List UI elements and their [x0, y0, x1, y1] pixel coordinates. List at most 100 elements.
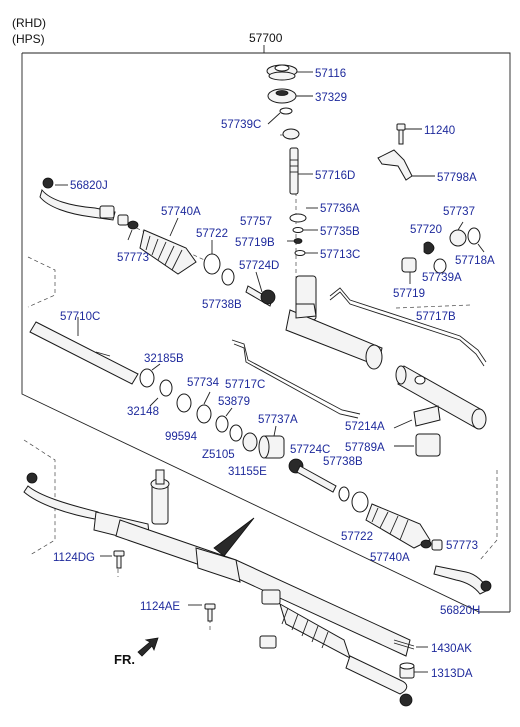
part-label[interactable]: 57724D: [239, 260, 279, 272]
assembly-number: 57700: [249, 31, 283, 45]
part-label[interactable]: 57773: [446, 540, 478, 552]
part-label[interactable]: 57724C: [290, 444, 330, 456]
part-label[interactable]: 56820H: [440, 605, 480, 617]
seal-37329-icon: [267, 88, 297, 104]
cotter-pin-1430ak-icon: [393, 639, 415, 650]
part-label[interactable]: 57719B: [235, 237, 275, 249]
bracket-57798a-icon: [377, 149, 413, 181]
part-label[interactable]: 57116: [315, 68, 346, 80]
part-label[interactable]: 99594: [165, 431, 198, 443]
part-label[interactable]: 57713C: [320, 249, 360, 261]
pointer-arrow-icon: [213, 517, 255, 557]
cylinder-57214a-icon: [395, 365, 487, 430]
part-label[interactable]: Z5105: [202, 449, 235, 461]
part-label[interactable]: 32148: [127, 406, 159, 418]
bellows-57740a-lower-icon: [365, 503, 431, 549]
nut-57773-right-icon: [420, 539, 443, 551]
part-label[interactable]: 57734: [187, 377, 220, 389]
bush-57737a-icon: [258, 435, 285, 459]
part-label[interactable]: 1430AK: [431, 643, 472, 655]
assembly-frame: [21, 52, 511, 613]
part-label[interactable]: 57739C: [221, 119, 261, 131]
tube-57717c-icon: [231, 339, 361, 415]
ring-57738b-upper-icon: [221, 268, 235, 286]
clamp-57722-lower-icon: [351, 491, 369, 513]
oring-57739a-icon: [433, 258, 447, 274]
inner-tie-rod-57724d-icon: [245, 285, 276, 307]
part-label[interactable]: 57737A: [258, 414, 298, 426]
assembled-steering-gear-icon: [23, 469, 413, 707]
ring-57739c-icon: [279, 107, 293, 115]
part-label[interactable]: 57736A: [320, 203, 360, 215]
part-label[interactable]: 57722: [341, 531, 373, 543]
clamp-57722-upper-icon: [203, 253, 221, 275]
part-label[interactable]: 57773: [117, 252, 149, 264]
part-label[interactable]: 11240: [424, 125, 455, 137]
ring-57734-icon: [196, 404, 212, 424]
part-label[interactable]: 57798A: [437, 172, 477, 184]
seal-32148-icon: [159, 379, 173, 397]
tie-rod-end-56820h-icon: [433, 565, 492, 595]
part-label[interactable]: 57717B: [416, 311, 456, 323]
part-label[interactable]: 37329: [315, 92, 347, 104]
bolt-11240-icon: [396, 123, 406, 145]
ring-57738b-lower-icon: [338, 486, 350, 502]
mount-57116-icon: [266, 64, 298, 81]
part-label[interactable]: 57717C: [225, 379, 265, 391]
nut-57719b-icon: [293, 238, 303, 244]
ring-32185b-icon: [139, 368, 155, 388]
header-hps: (HPS): [12, 32, 45, 46]
ring-53879-icon: [215, 415, 229, 433]
bush-31155e-icon: [242, 432, 258, 452]
seal-57718a-icon: [467, 227, 481, 245]
tube-57717b-icon: [329, 287, 487, 363]
yoke-57719-icon: [401, 257, 417, 273]
bearing-icon: [282, 128, 300, 140]
part-label[interactable]: 57735B: [320, 226, 360, 238]
washer-57736a-icon: [289, 213, 307, 223]
part-label[interactable]: 57716D: [315, 170, 355, 182]
tie-rod-end-56820j-icon: [39, 177, 116, 221]
washer-57713c-icon: [294, 250, 306, 256]
ring-z5105-icon: [229, 424, 243, 442]
rack-housing-icon: [285, 275, 383, 370]
part-label[interactable]: 31155E: [228, 466, 267, 478]
part-label[interactable]: 32185B: [144, 353, 184, 365]
washer-57735b-icon: [292, 227, 304, 233]
header-rhd: (RHD): [12, 16, 46, 30]
part-label[interactable]: 57722: [196, 228, 228, 240]
part-label[interactable]: 56820J: [70, 180, 108, 192]
part-label[interactable]: 57789A: [345, 442, 385, 454]
front-direction-label: FR.: [114, 652, 135, 667]
inner-tie-rod-57724c-icon: [288, 458, 337, 493]
bellows-57740a-upper-icon: [139, 229, 197, 275]
part-label[interactable]: 57737: [443, 206, 475, 218]
part-label[interactable]: 1124AE: [140, 601, 180, 613]
part-label[interactable]: 57738B: [323, 456, 363, 468]
part-label[interactable]: 57740A: [161, 206, 201, 218]
part-label[interactable]: 57740A: [370, 552, 410, 564]
plug-57737-icon: [449, 229, 467, 247]
rack-57710c-icon: [29, 321, 139, 385]
part-label[interactable]: 1124DG: [53, 552, 95, 564]
pinion-57716d-icon: [289, 147, 299, 195]
part-label[interactable]: 1313DA: [431, 668, 473, 680]
part-label[interactable]: 57757: [240, 216, 272, 228]
part-label[interactable]: 57719: [393, 288, 425, 300]
front-arrow-icon: [137, 637, 159, 657]
part-label[interactable]: 57718A: [455, 255, 495, 267]
part-label[interactable]: 57710C: [60, 311, 100, 323]
nut-1313da-icon: [399, 662, 415, 679]
part-label[interactable]: 57738B: [202, 299, 242, 311]
part-label[interactable]: 57214A: [345, 421, 385, 433]
part-label[interactable]: 53879: [218, 396, 250, 408]
bolt-1124dg-icon: [113, 550, 125, 569]
nut-57773-left-icon: [117, 214, 139, 230]
spring-57720-icon: [423, 241, 435, 255]
part-label[interactable]: 57739A: [422, 272, 462, 284]
bolt-1124ae-icon: [204, 603, 216, 622]
ring-99594-icon: [176, 393, 192, 413]
part-label[interactable]: 57720: [410, 224, 442, 236]
bracket-57789a-icon: [413, 405, 441, 457]
